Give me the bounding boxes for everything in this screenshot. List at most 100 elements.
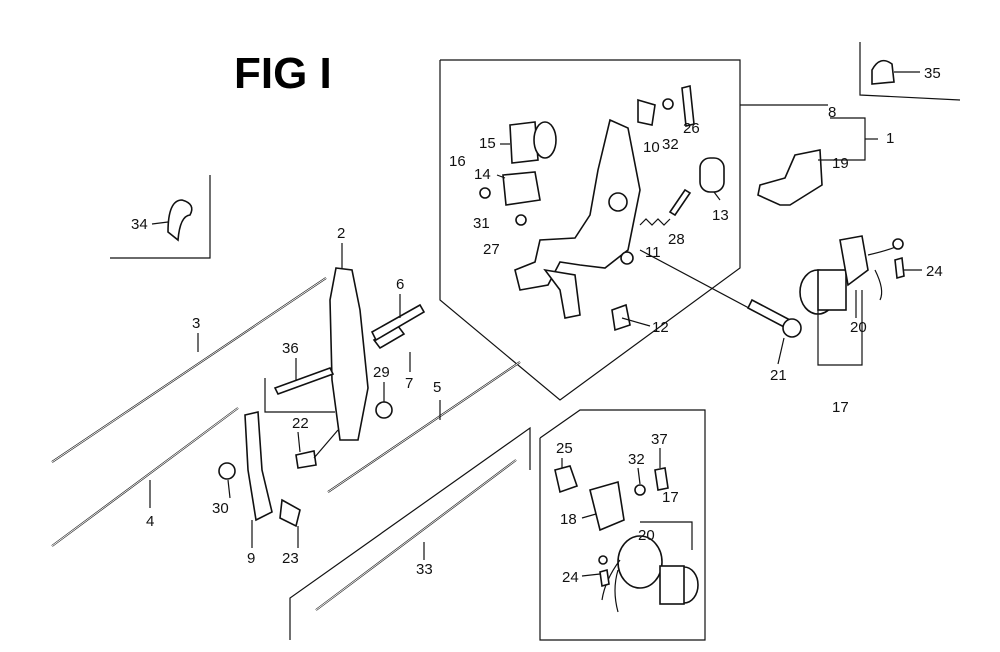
label-17: 17 [832, 399, 849, 416]
bolt-21-head [782, 318, 802, 338]
coil-body [817, 269, 847, 311]
label-24: 24 [926, 263, 943, 280]
label-4: 4 [146, 513, 154, 530]
label-5: 5 [433, 379, 441, 396]
nut-24b [598, 555, 608, 565]
screw-26 [681, 85, 695, 127]
nut-25 [554, 465, 579, 494]
label-14: 14 [474, 166, 491, 183]
label-19: 19 [832, 155, 849, 172]
label-37: 37 [651, 431, 668, 448]
coil-17b-body [659, 565, 685, 605]
label-6: 6 [396, 276, 404, 293]
lever-group [218, 411, 301, 528]
label-32: 32 [662, 136, 679, 153]
label-2: 2 [337, 225, 345, 242]
washer-30 [218, 462, 236, 480]
label-13: 13 [712, 207, 729, 224]
right-choke-group [799, 235, 905, 366]
lever-pivot [608, 192, 628, 212]
label-3: 3 [192, 315, 200, 332]
switch-coil [533, 121, 557, 159]
cap-35 [871, 59, 895, 85]
washer-31 [479, 187, 491, 199]
nut-29 [375, 401, 393, 419]
label-1: 1 [886, 130, 894, 147]
rods-group [51, 277, 531, 640]
screw-24b [599, 568, 610, 588]
part-34-box [110, 175, 211, 259]
bracket-1 [830, 117, 866, 161]
label-22: 22 [292, 415, 309, 432]
label-16: 16 [449, 153, 466, 170]
bolt-22 [313, 429, 339, 459]
label-30: 30 [212, 500, 229, 517]
label-36: 36 [282, 340, 299, 357]
callouts: 1 2 3 4 5 6 7 8 9 10 11 12 13 14 15 16 1… [131, 65, 943, 586]
lower-panel-outline [539, 409, 706, 641]
stop-switch [502, 171, 541, 206]
switch-body [509, 121, 539, 164]
part-35-box [859, 42, 961, 101]
bracket-17b [640, 521, 693, 550]
label-32b: 32 [628, 451, 645, 468]
rod-33-box [289, 426, 531, 640]
governor-arm-2 [329, 267, 369, 441]
label-26: 26 [683, 120, 700, 137]
callout-leaders [149, 143, 922, 577]
wire-20b [874, 269, 883, 301]
screw-24 [894, 256, 905, 280]
clip-12 [611, 303, 631, 332]
label-34: 34 [131, 216, 148, 233]
label-12: 12 [652, 319, 669, 336]
label-27: 27 [483, 241, 500, 258]
upper-right-group [757, 42, 961, 206]
label-23: 23 [282, 550, 299, 567]
bracket-17 [817, 290, 863, 366]
pivot-nut [620, 251, 634, 265]
label-10: 10 [643, 139, 660, 156]
clamp-34 [167, 199, 193, 242]
panel-outline [439, 59, 741, 401]
bracket-tab [543, 268, 581, 319]
bolt-36 [273, 367, 335, 395]
label-8: 8 [828, 104, 836, 121]
label-25: 25 [556, 440, 573, 457]
label-20b: 20 [638, 527, 655, 544]
lower-right-group [539, 409, 706, 641]
label-35: 35 [924, 65, 941, 82]
label-33: 33 [416, 561, 433, 578]
bolt-36-bracket [264, 378, 335, 413]
label-11: 11 [645, 244, 661, 261]
screw-23 [279, 498, 301, 528]
cover-19 [757, 149, 823, 206]
part-34-group [110, 175, 211, 259]
label-28: 28 [668, 231, 685, 248]
rod-6 [370, 303, 426, 342]
governor-arm-group [264, 267, 426, 469]
lever-9 [244, 411, 273, 522]
label-21: 21 [770, 367, 787, 384]
label-20: 20 [850, 319, 867, 336]
label-15: 15 [479, 135, 496, 152]
label-17b: 17 [662, 489, 679, 506]
lever-10 [637, 98, 656, 126]
screw-37 [654, 467, 669, 491]
label-7: 7 [405, 375, 413, 392]
nut-24 [892, 238, 904, 250]
sleeve-13 [699, 157, 725, 193]
washer-32b [634, 484, 646, 496]
label-24b: 24 [562, 569, 579, 586]
label-31: 31 [473, 215, 490, 232]
label-18: 18 [560, 511, 577, 528]
label-9: 9 [247, 550, 255, 567]
wire-lower-b [614, 569, 619, 613]
label-29: 29 [373, 364, 390, 381]
washer-32 [662, 98, 674, 110]
control-bracket [514, 118, 641, 291]
figure-title: FIG I [234, 49, 332, 98]
control-assembly-panel [439, 59, 828, 401]
bolt-28 [668, 188, 692, 217]
